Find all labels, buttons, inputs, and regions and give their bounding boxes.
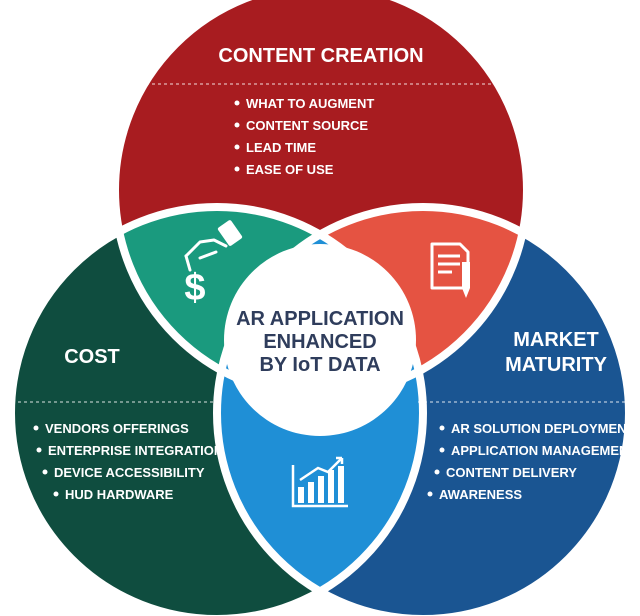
center-line-1: AR APPLICATION [236, 308, 404, 330]
hand-dollar-icon: $ [184, 220, 243, 309]
list-item: DEVICE ACCESSIBILITY [54, 465, 205, 480]
center-line-2: ENHANCED [263, 331, 376, 353]
list-item: HUD HARDWARE [65, 487, 174, 502]
list-item: CONTENT SOURCE [246, 118, 368, 133]
list-item: ENTERPRISE INTEGRATION [48, 443, 223, 458]
bar-chart-icon [291, 456, 348, 508]
market-maturity-title-line2: MATURITY [505, 354, 607, 376]
list-item: EASE OF USE [246, 162, 334, 177]
cost-title: COST [64, 346, 120, 368]
list-item: CONTENT DELIVERY [446, 465, 577, 480]
content-creation-list: WHAT TO AUGMENT CONTENT SOURCE LEAD TIME… [234, 96, 374, 177]
document-pen-icon [430, 242, 470, 298]
center-disk [224, 244, 416, 436]
list-item: AR SOLUTION DEPLOYMENTS [451, 421, 640, 436]
list-item: LEAD TIME [246, 140, 316, 155]
list-item: WHAT TO AUGMENT [246, 96, 374, 111]
market-maturity-list: AR SOLUTION DEPLOYMENTS APPLICATION MANA… [427, 421, 640, 502]
list-item: VENDORS OFFERINGS [45, 421, 189, 436]
content-creation-title: CONTENT CREATION [218, 45, 423, 67]
list-item: AWARENESS [439, 487, 522, 502]
cost-list: VENDORS OFFERINGS ENTERPRISE INTEGRATION… [33, 421, 223, 502]
market-maturity-title-line1: MARKET [513, 329, 599, 351]
list-item: APPLICATION MANAGEMENT [451, 443, 636, 458]
svg-text:$: $ [184, 267, 205, 309]
center-line-3: BY IoT DATA [259, 354, 380, 376]
